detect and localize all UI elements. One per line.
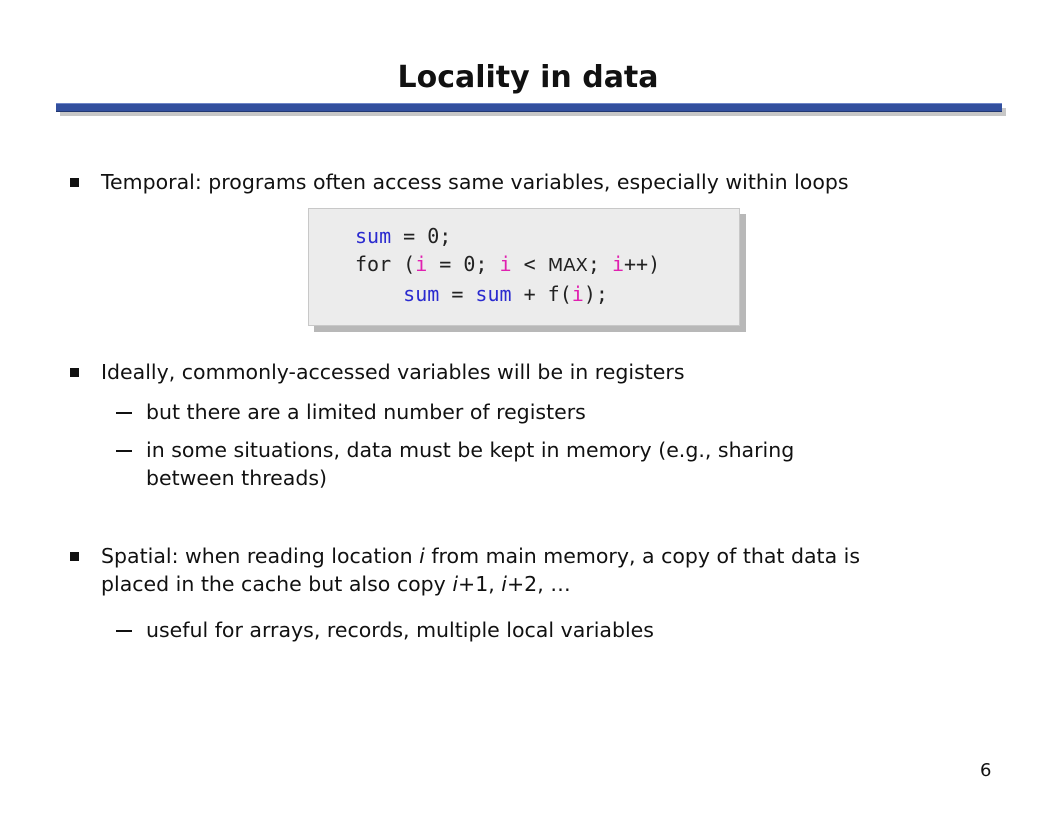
sub-bullet-memory-line1: in some situations, data must be kept in… bbox=[146, 438, 795, 462]
code-token: i bbox=[571, 282, 584, 306]
bullet-temporal-text: Temporal: programs often access same var… bbox=[101, 170, 849, 194]
code-box bbox=[308, 208, 740, 326]
code-token: i bbox=[499, 252, 512, 276]
dash-icon bbox=[116, 450, 132, 452]
sub-bullet-memory-text: in some situations, data must be kept in… bbox=[146, 436, 794, 492]
bullet-spatial-text: Spatial: when reading location i from ma… bbox=[101, 542, 860, 598]
code-token: ); bbox=[583, 282, 608, 306]
sub-bullet-limited: but there are a limited number of regist… bbox=[116, 398, 586, 426]
spatial-text-part: from main memory, a copy of that data is bbox=[424, 544, 861, 568]
sub-bullet-arrays: useful for arrays, records, multiple loc… bbox=[116, 616, 654, 644]
spatial-text-part: +1, bbox=[458, 572, 502, 596]
code-token: = 0; bbox=[391, 224, 452, 248]
code-indent bbox=[355, 282, 403, 306]
bullet-registers-text: Ideally, commonly-accessed variables wil… bbox=[101, 360, 685, 384]
dash-icon bbox=[116, 630, 132, 632]
code-token: sum bbox=[355, 224, 392, 248]
code-token: ++) bbox=[624, 252, 661, 276]
code-token: = bbox=[439, 282, 476, 306]
spatial-italic-i: i bbox=[452, 572, 459, 596]
title-rule-shadow bbox=[60, 108, 1006, 116]
spatial-text-part: placed in the cache but also copy bbox=[101, 572, 453, 596]
bullet-square-icon bbox=[70, 368, 79, 377]
bullet-registers: Ideally, commonly-accessed variables wil… bbox=[70, 358, 685, 386]
sub-bullet-memory-line2: between threads) bbox=[146, 466, 328, 490]
code-token: sum bbox=[403, 282, 440, 306]
bullet-square-icon bbox=[70, 178, 79, 187]
bullet-temporal: Temporal: programs often access same var… bbox=[70, 168, 849, 196]
code-token: MAX bbox=[547, 255, 588, 276]
sub-bullet-limited-text: but there are a limited number of regist… bbox=[146, 400, 586, 424]
code-token: sum bbox=[475, 282, 512, 306]
sub-bullet-arrays-text: useful for arrays, records, multiple loc… bbox=[146, 618, 654, 642]
code-snippet: sum = 0; for (i = 0; i < MAX; i++) sum =… bbox=[355, 222, 660, 308]
sub-bullet-memory: in some situations, data must be kept in… bbox=[116, 436, 794, 492]
spatial-italic-i: i bbox=[419, 544, 425, 568]
code-token: = 0; bbox=[427, 252, 500, 276]
title-rule bbox=[56, 103, 1002, 112]
bullet-square-icon bbox=[70, 552, 79, 561]
dash-icon bbox=[116, 412, 132, 414]
code-token: i bbox=[415, 252, 428, 276]
code-token: + f( bbox=[511, 282, 572, 306]
code-token: for ( bbox=[355, 252, 416, 276]
page-number: 6 bbox=[980, 760, 992, 781]
spatial-text-part: Spatial: when reading location bbox=[101, 544, 420, 568]
slide-title: Locality in data bbox=[397, 60, 659, 95]
bullet-spatial: Spatial: when reading location i from ma… bbox=[70, 542, 860, 598]
code-token: ; bbox=[587, 252, 612, 276]
code-token: i bbox=[611, 252, 625, 276]
code-token: < bbox=[511, 252, 548, 276]
spatial-text-part: +2, … bbox=[506, 572, 571, 596]
spatial-italic-i: i bbox=[501, 572, 507, 596]
